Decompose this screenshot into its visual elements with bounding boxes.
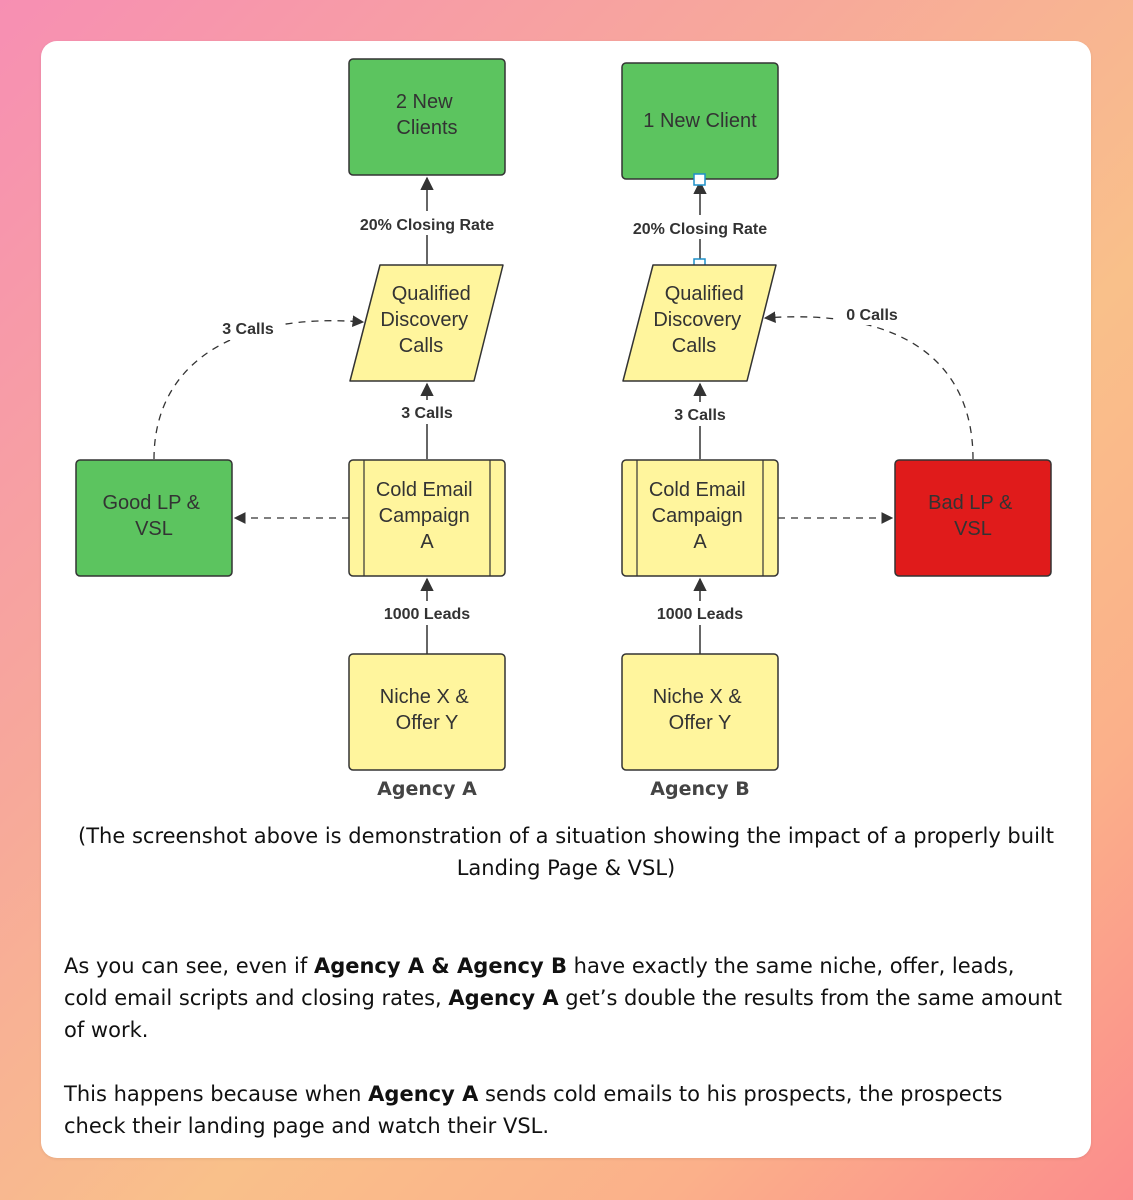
discovery-calls-box-b bbox=[622, 264, 777, 382]
good-lp-box bbox=[75, 459, 233, 577]
svg-text:Qualified Discovery: Qualified Discovery Calls bbox=[653, 283, 749, 357]
paragraph-results: As you can see, even if Agency A & Agenc… bbox=[64, 954, 1063, 1042]
svg-text:Niche X & Offer Y: Niche X & Offer Y bbox=[653, 686, 748, 734]
discovery-calls-box-a bbox=[349, 264, 504, 382]
closing-rate-label-a: 20% Closing Rate bbox=[360, 217, 494, 234]
lp-calls-label-b: 0 Calls bbox=[846, 307, 898, 324]
svg-text:2 New Clients: 2 New Clients bbox=[396, 91, 458, 139]
new-clients-a-line2: Clients bbox=[396, 117, 457, 139]
agency-a-flow: 2 New Clients 20% Closing Rate Qualified… bbox=[75, 58, 506, 800]
diagram-caption: (The screenshot above is demonstration o… bbox=[78, 824, 1054, 880]
funnel-diagram: 2 New Clients 20% Closing Rate Qualified… bbox=[75, 58, 1052, 800]
svg-text:Cold Email Campaign: Cold Email Campaign A bbox=[376, 479, 478, 553]
edge-good-lp-to-discovery bbox=[153, 315, 365, 460]
agency-a-label: Agency A bbox=[377, 778, 477, 800]
closing-rate-label-b: 20% Closing Rate bbox=[633, 221, 767, 238]
edge-bad-lp-to-discovery bbox=[763, 311, 974, 460]
niche-box-b bbox=[621, 653, 779, 771]
svg-text:Bad LP & VSL: Bad LP & VSL bbox=[928, 492, 1018, 540]
paragraph-reason: This happens because when Agency A sends… bbox=[64, 1082, 1003, 1138]
svg-text:Good LP & VSL: Good LP & VSL bbox=[102, 492, 205, 540]
niche-box-a bbox=[348, 653, 506, 771]
new-clients-a-line1: 2 New bbox=[396, 91, 453, 113]
connector-handle-top bbox=[693, 173, 706, 186]
bad-lp-box bbox=[894, 459, 1052, 577]
svg-text:Niche X & Offer Y: Niche X & Offer Y bbox=[380, 686, 475, 734]
lp-calls-label-a: 3 Calls bbox=[222, 321, 274, 338]
leads-label-b: 1000 Leads bbox=[657, 606, 743, 623]
new-clients-box-a bbox=[348, 58, 506, 176]
agency-b-label: Agency B bbox=[650, 778, 749, 800]
calls-label-b: 3 Calls bbox=[674, 407, 726, 424]
leads-label-a: 1000 Leads bbox=[384, 606, 470, 623]
content-card bbox=[41, 41, 1091, 1158]
svg-text:Cold Email Campaign: Cold Email Campaign A bbox=[649, 479, 751, 553]
calls-label-a: 3 Calls bbox=[401, 405, 453, 422]
new-clients-b-label: 1 New Client bbox=[643, 110, 757, 132]
svg-text:Qualified Discovery: Qualified Discovery Calls bbox=[380, 283, 476, 357]
agency-b-flow: 1 New Client 20% Closing Rate Qualified … bbox=[621, 62, 1052, 800]
